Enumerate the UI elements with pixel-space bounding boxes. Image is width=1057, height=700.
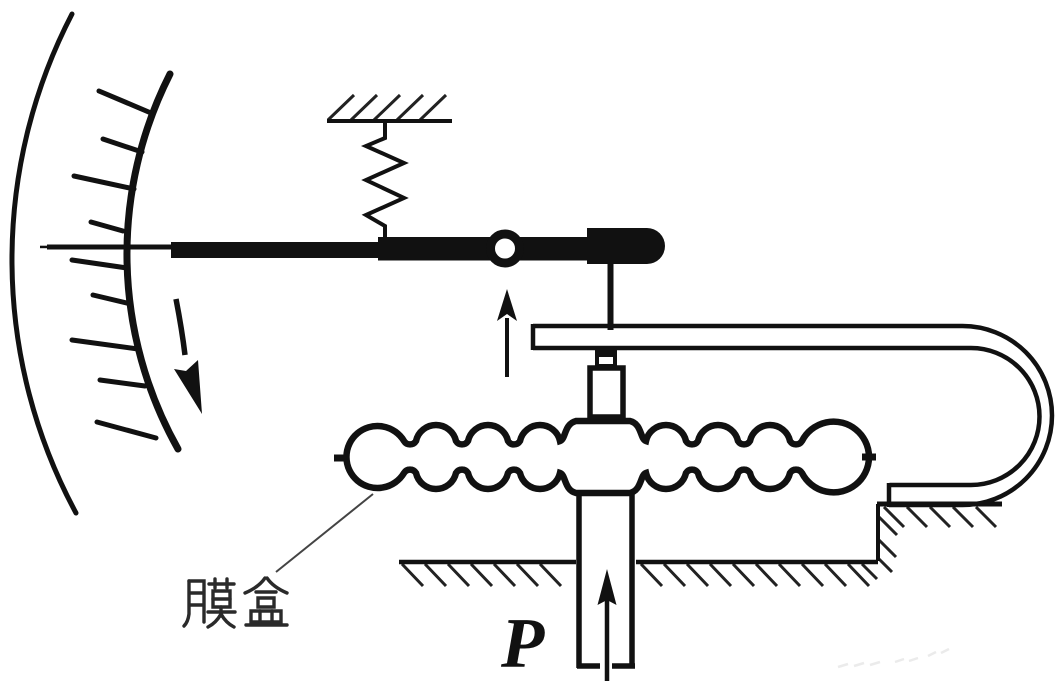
svg-text:P: P: [500, 605, 545, 683]
